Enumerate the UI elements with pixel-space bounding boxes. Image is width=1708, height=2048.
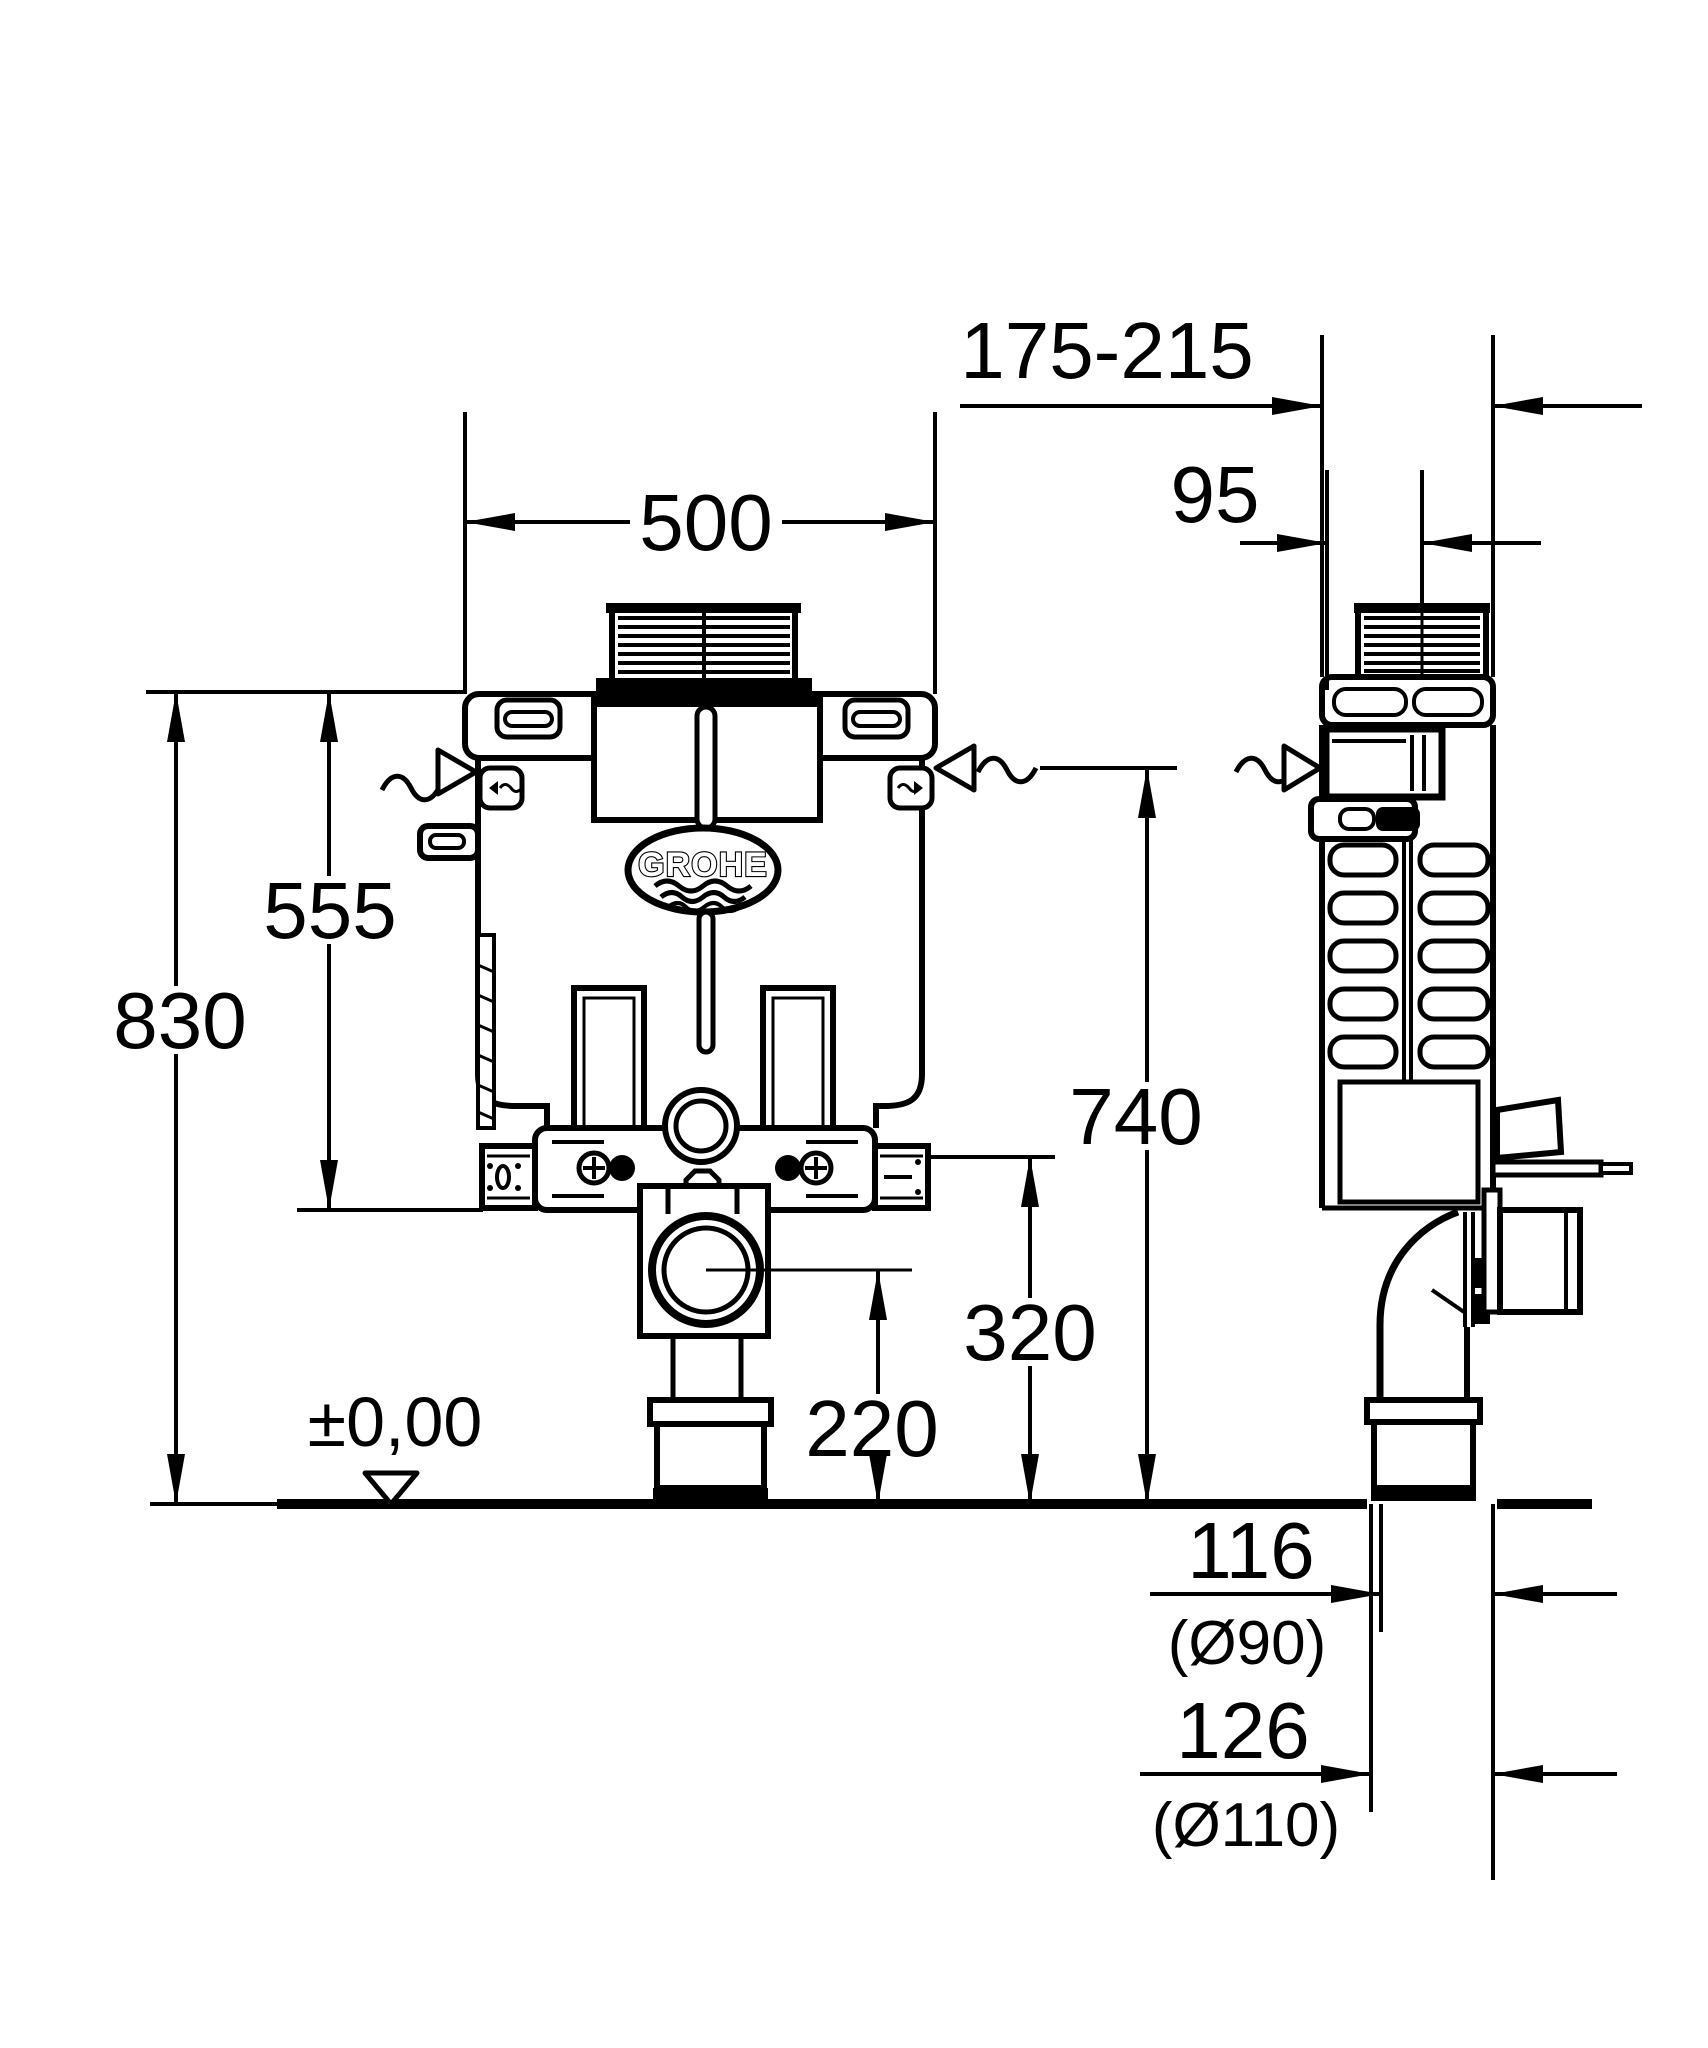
logo-wave-2 — [659, 890, 747, 904]
dim-drain-offset-110: 126 (Ø110) — [1140, 1686, 1617, 1860]
dim-drain-dia-110-label: (Ø110) — [1152, 1791, 1340, 1860]
logo-stem — [696, 909, 716, 1055]
dim-inlet-height-label: 740 — [1069, 1072, 1202, 1161]
water-inlet-arrow-left — [379, 747, 479, 803]
bracket-end-cap-left — [479, 1143, 538, 1211]
dim-total-height-label: 830 — [113, 976, 246, 1065]
flush-valve-inner — [673, 1098, 729, 1154]
pipe-socket-base — [653, 1488, 768, 1501]
top-clip-left — [494, 697, 563, 740]
inlet-valve-block — [1322, 725, 1446, 801]
bracket-end-cap-right — [872, 1143, 931, 1211]
logo-wave-3 — [666, 901, 742, 913]
anchor-hole-icon — [609, 1155, 635, 1181]
pipe-socket — [654, 1421, 767, 1491]
anchor-hole-icon — [775, 1155, 801, 1181]
dim-outlet-height-label: 220 — [805, 1384, 938, 1473]
pipe-socket-base — [1371, 1488, 1476, 1501]
dimensions: 500 830 555 740 — [113, 306, 1642, 1860]
dim-total-height: 830 — [113, 692, 247, 1504]
bracket-rod — [1490, 1159, 1604, 1178]
grohe-logo: GROHE — [624, 824, 782, 1055]
dim-bracket-height-label: 320 — [963, 1288, 1096, 1377]
down-pipe-side — [1364, 1397, 1483, 1501]
dim-bracket-height: 320 — [930, 1155, 1097, 1504]
inlet-clip-left — [477, 765, 525, 811]
datum-label: ±0,00 — [308, 1383, 483, 1461]
dim-width: 500 — [463, 412, 937, 694]
slot-frame-left — [571, 985, 647, 1131]
top-clip-right — [842, 697, 911, 740]
slot-frame-right — [760, 985, 836, 1131]
dim-inlet-height: 740 — [1040, 766, 1203, 1504]
bracket-screws-right — [775, 1150, 834, 1186]
water-wave-icon — [975, 755, 1039, 785]
pipe-collar — [1364, 1397, 1483, 1425]
serrated-strip-left — [476, 933, 496, 1130]
dim-width-label: 500 — [639, 478, 772, 567]
dim-drain-dia-90-label: (Ø90) — [1168, 1609, 1326, 1678]
cap-slot-right — [1412, 687, 1484, 717]
inlet-clip-right — [887, 765, 935, 811]
dim-tank-height-label: 555 — [263, 866, 396, 955]
water-wave-icon — [379, 773, 443, 803]
flush-pipe-flange — [596, 678, 812, 694]
inlet-triangle-icon — [1281, 743, 1323, 793]
tank-step-right — [873, 1073, 925, 1128]
wall-bracket-side — [1490, 1096, 1633, 1178]
grohe-logo-text: GROHE — [638, 846, 768, 884]
mounting-bracket — [479, 1087, 931, 1213]
dim-depth-range-label: 175-215 — [960, 306, 1254, 395]
water-inlet-arrow-right — [933, 743, 1039, 793]
side-lower-panel — [1337, 1079, 1481, 1205]
down-pipe-front — [647, 1336, 774, 1501]
side-ribbed-body — [1327, 840, 1491, 1080]
dim-drain-offset-110-label: 126 — [1176, 1686, 1309, 1775]
inlet-triangle-icon — [435, 747, 479, 797]
pipe-collar — [647, 1397, 774, 1427]
cap-slot-left — [1332, 687, 1408, 717]
flush-pipe-corrugated-front — [596, 603, 812, 694]
pipe-socket — [1371, 1419, 1476, 1491]
side-view — [1233, 603, 1633, 1880]
dim-tank-height: 555 — [263, 692, 397, 1210]
datum-triangle-icon — [362, 1470, 420, 1507]
elbow-weld-line — [1430, 1288, 1466, 1314]
outlet-housing — [637, 1183, 771, 1339]
water-inlet-arrow-side — [1233, 743, 1323, 793]
logo-wave-1 — [653, 878, 753, 894]
inlet-triangle-icon — [933, 743, 977, 793]
dim-depth-range: 175-215 — [960, 306, 1642, 677]
dim-flush-pipe-offset: 95 — [1171, 450, 1541, 690]
side-tab-left — [417, 823, 481, 861]
flush-pipe-corrugated-side — [1354, 603, 1490, 677]
flush-tube — [694, 704, 718, 831]
dim-flush-pipe-offset-label: 95 — [1171, 450, 1260, 539]
inlet-clamp-side — [1308, 796, 1420, 842]
elbow-outer-curve — [1376, 1208, 1460, 1400]
front-view: GROHE — [379, 603, 1039, 1501]
drain-elbow-side — [1376, 1187, 1583, 1400]
dim-drain-offset-90: 116 (Ø90) — [1150, 1506, 1617, 1678]
bracket-rod-tip — [1599, 1162, 1633, 1175]
access-panel-top-bar — [594, 694, 820, 707]
floor-datum: ±0,00 — [150, 1383, 1592, 1509]
bracket-screws-left — [576, 1150, 635, 1186]
dim-outlet-height: 220 — [706, 1268, 939, 1504]
dim-drain-offset-90-label: 116 — [1187, 1506, 1315, 1595]
